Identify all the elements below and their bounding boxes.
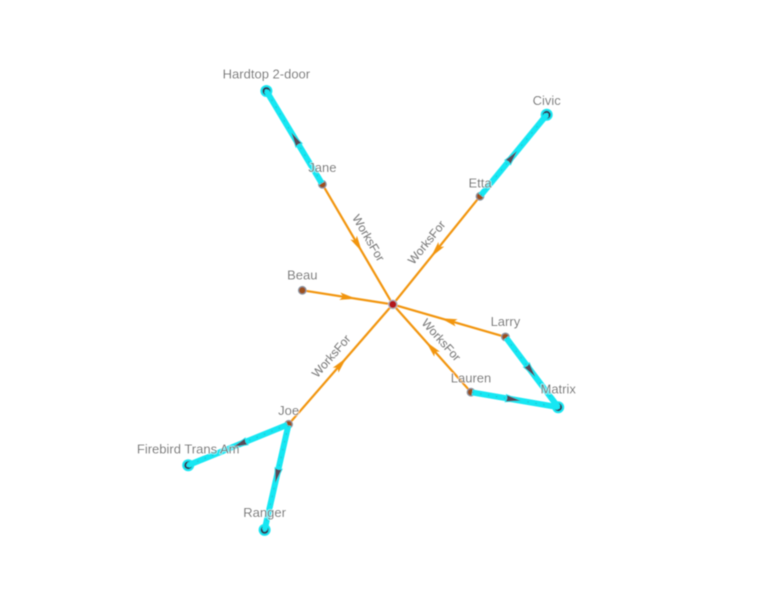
svg-text:Firebird Trans Am: Firebird Trans Am — [137, 441, 240, 456]
svg-text:Beau: Beau — [287, 268, 317, 283]
svg-text:Matrix: Matrix — [541, 381, 577, 396]
svg-text:Hardtop 2-door: Hardtop 2-door — [223, 67, 311, 82]
svg-text:Etta: Etta — [468, 175, 492, 190]
svg-text:Joe: Joe — [278, 403, 299, 418]
svg-text:Ranger: Ranger — [243, 505, 286, 520]
svg-text:Larry: Larry — [491, 314, 521, 329]
svg-text:Lauren: Lauren — [451, 371, 491, 386]
svg-text:Jane: Jane — [308, 160, 336, 175]
svg-text:Civic: Civic — [533, 93, 562, 108]
